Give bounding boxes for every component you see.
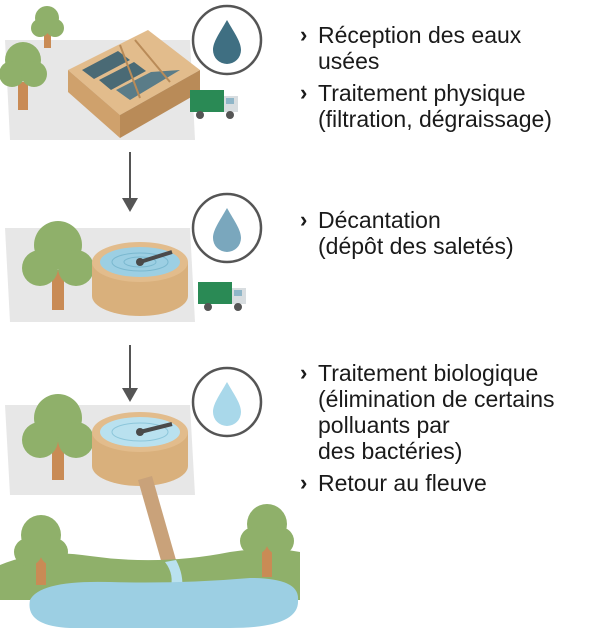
round-basin	[92, 412, 188, 486]
step-1-text: › Réception des eaux usées › Traitement …	[300, 22, 611, 138]
water-drop-icon	[191, 192, 263, 264]
tree-icon	[22, 394, 94, 480]
round-basin	[92, 242, 188, 316]
chevron-right-icon: ›	[300, 22, 308, 47]
step-label: Traitement physique (filtration, dégrais…	[318, 80, 552, 132]
stage-1-illustration	[0, 4, 263, 140]
tree-icon	[22, 221, 94, 310]
stage-3-illustration	[5, 366, 263, 564]
tree-icon	[14, 515, 68, 585]
list-item: › Traitement physique (filtration, dégra…	[300, 80, 611, 132]
chevron-right-icon: ›	[300, 470, 308, 495]
list-item: › Traitement biologique (élimination de …	[300, 360, 611, 464]
tree-icon	[240, 504, 294, 577]
list-item: › Décantation (dépôt des saletés)	[300, 207, 611, 259]
river-water	[29, 578, 299, 628]
down-arrow-icon	[122, 345, 138, 402]
list-item: › Réception des eaux usées	[300, 22, 611, 74]
chevron-right-icon: ›	[300, 360, 308, 385]
stage-2-illustration	[5, 192, 263, 322]
down-arrow-icon	[122, 152, 138, 212]
step-label: Retour au fleuve	[318, 470, 487, 496]
step-3-text: › Traitement biologique (élimination de …	[300, 360, 611, 502]
step-label: Décantation (dépôt des saletés)	[318, 207, 514, 259]
treatment-illustration	[0, 4, 300, 628]
step-2-text: › Décantation (dépôt des saletés)	[300, 207, 611, 265]
step-label: Réception des eaux usées	[318, 22, 522, 74]
step-label: Traitement biologique (élimination de ce…	[318, 360, 555, 464]
water-drop-icon	[191, 4, 263, 76]
river-illustration	[0, 504, 300, 628]
truck-icon	[198, 282, 246, 311]
truck-icon	[190, 90, 238, 119]
tree-icon	[0, 42, 47, 110]
rectangular-basin	[68, 30, 200, 138]
list-item: › Retour au fleuve	[300, 470, 611, 496]
chevron-right-icon: ›	[300, 80, 308, 105]
water-drop-icon	[191, 366, 263, 438]
outflow-pipe	[138, 476, 176, 564]
chevron-right-icon: ›	[300, 207, 308, 232]
tree-icon	[31, 6, 64, 48]
